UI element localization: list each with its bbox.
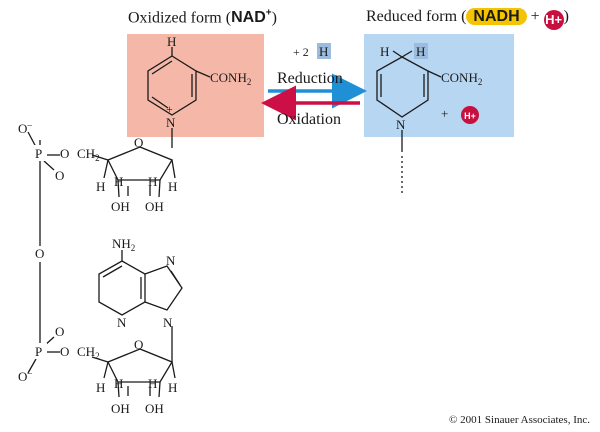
o-bottom-ester: O [60, 344, 69, 359]
o-bottom-minus: – [26, 368, 32, 378]
ch-bottom-sub: 2 [95, 351, 100, 361]
reduced-prefix: Reduced form ( [366, 8, 467, 25]
nad-conh-text: CONH [210, 70, 247, 85]
oxidation-label: Oxidation [277, 111, 341, 128]
nadh-h-box [414, 43, 428, 59]
ch-top: CH [77, 146, 95, 161]
ribose-top-h4: H [168, 179, 177, 194]
p-bottom-label: P [35, 344, 42, 359]
nadh-h1-label: H [380, 44, 389, 59]
ribose-bottom-oh2: OH [145, 401, 164, 416]
ribose-bottom-h4: H [168, 380, 177, 395]
oxidized-prefix: Oxidized form ( [128, 9, 232, 27]
ribose-top-h1: H [96, 179, 105, 194]
ch2-bottom-label: CH2 [77, 344, 100, 361]
nadh-conh2-label: CONH2 [441, 70, 482, 87]
reduction-label: Reduction [277, 70, 343, 87]
o-bridge: O [35, 246, 44, 261]
nad-name: NAD [231, 9, 266, 27]
o-minus-top: O– [18, 120, 32, 136]
nad-conh2-label: CONH2 [210, 70, 251, 87]
p-top-label: P [35, 146, 42, 161]
nad-charge: + [265, 8, 272, 19]
ch-bottom: CH [77, 344, 95, 359]
ribose-bottom-oh1: OH [111, 401, 130, 416]
added-prefix-label: + 2 [293, 45, 309, 59]
adenine-n3: N [163, 315, 173, 330]
reduced-form-title: Reduced form (NADH + H+) [366, 8, 569, 30]
hplus-title-icon: H+ [543, 10, 564, 30]
added-h-box [317, 43, 331, 59]
ribose-top-oh1: OH [111, 199, 130, 214]
oxidized-suffix: ) [271, 9, 277, 27]
adenine-n1: N [117, 315, 127, 330]
added-h-label: H [319, 44, 328, 59]
nad-h-label: H [167, 34, 176, 49]
ribose-bottom-h2: H [114, 376, 123, 391]
nad-conh-sub: 2 [247, 77, 252, 87]
o-top-double: O [55, 168, 64, 183]
o-bottom-text: O [18, 369, 27, 384]
ribose-top-o: O [134, 135, 143, 150]
adenine-n7: N [166, 253, 176, 268]
adenine-nh2: NH2 [112, 236, 135, 253]
ribose-bottom-o: O [134, 337, 143, 352]
nadh-highlight-box [364, 34, 514, 137]
nadh-h2-label: H [416, 44, 425, 59]
ribose-top-h2: H [114, 174, 123, 189]
nad-plus-label: + [166, 102, 173, 116]
nh-text: NH [112, 236, 131, 251]
copyright: © 2001 Sinauer Associates, Inc. [449, 414, 590, 426]
nh-sub: 2 [131, 243, 136, 253]
nad-n-label: N [166, 115, 176, 130]
nadh-label: NADH [466, 8, 527, 25]
reduced-suffix: ) [563, 8, 569, 25]
o-top-minus: – [26, 120, 32, 130]
ch2-top-label: CH2 [77, 146, 100, 163]
upper-ribose [107, 146, 173, 181]
nadh-plus-label: + [441, 106, 448, 121]
nadh-n-label: N [396, 117, 406, 132]
adenine-six-ring [98, 260, 146, 316]
hplus-icon [461, 106, 479, 124]
nad-label: NAD+ [231, 8, 272, 27]
ribose-top-h3: H [148, 174, 157, 189]
ribose-bottom-h1: H [96, 380, 105, 395]
reduced-plus: + [526, 8, 544, 25]
ribose-bottom-h3: H [148, 376, 157, 391]
nadh-conh-sub: 2 [478, 77, 483, 87]
o-bottom-double: O [55, 324, 64, 339]
hplus-label: H+ [464, 111, 476, 121]
adenine-five-ring [144, 265, 183, 311]
ch-top-sub: 2 [95, 153, 100, 163]
o-minus-bottom: O– [18, 368, 32, 384]
oxidized-form-title: Oxidized form (NAD+) [128, 8, 277, 27]
o-top-text: O [18, 121, 27, 136]
nadh-conh-text: CONH [441, 70, 478, 85]
lower-ribose [107, 348, 173, 383]
ribose-top-oh2: OH [145, 199, 164, 214]
o-top-ester: O [60, 146, 69, 161]
